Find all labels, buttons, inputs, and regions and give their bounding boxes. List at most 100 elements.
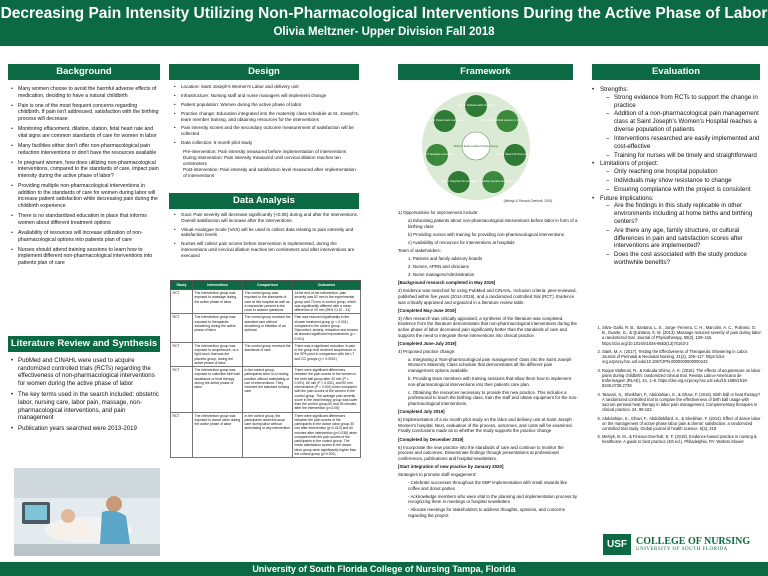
framework-step-node [496, 110, 519, 133]
framework-step-text: c. Obtaining the resources necessary to … [408, 389, 578, 407]
framework-step-text: Strategies to promote staff engagement: [398, 471, 477, 477]
design-heading: Design [169, 64, 359, 80]
reference-item: Taavoni, S., Sheikhan, F., Abdolahian, S… [602, 392, 762, 413]
literature-heading: Literature Review and Synthesis [8, 336, 160, 352]
literature-item: The key terms used in the search include… [11, 391, 159, 422]
poster-header [0, 0, 768, 46]
design-subitem: During intervention: Pain intensity meas… [183, 155, 341, 166]
framework-step-text: [Completed July 2019] [398, 409, 445, 415]
table-cell: In the control group, participants were … [242, 366, 293, 413]
poster-footer: University of South Florida College of N… [0, 562, 768, 576]
table-cell: The control group received the standards… [242, 341, 293, 368]
background-item: Many facilities either don't offer non-p… [11, 143, 159, 157]
table-cell: The intervention group was exposed to co… [192, 366, 243, 413]
table-cell: There were significant differences betwe… [292, 411, 361, 458]
labor-photo [14, 468, 160, 556]
framework-step-text: - Acknowledge members who were vital to … [408, 493, 578, 505]
table-cell: RCT [170, 411, 193, 458]
framework-step-text: 3) After research was critically apprais… [398, 315, 577, 338]
background-item: In pregnant women, how does utilizing no… [11, 160, 159, 180]
design-item: Location: Saint Joseph's Women's Labor a… [174, 84, 360, 90]
background-item: Availability of resources will increase … [11, 230, 159, 244]
framework-step-text: 2) Evidence was searched for using PubMe… [398, 288, 577, 305]
limitations-heading: •Limitations of project: [592, 160, 659, 168]
framework-step-label: Step 5: Evaluate outcomes [422, 152, 454, 156]
framework-center [461, 131, 491, 161]
framework-heading: Framework [398, 64, 573, 80]
table-header: Outcomes [292, 280, 361, 290]
future-heading: •Future implications: [592, 194, 654, 202]
table-cell: The control group was exposed to the sta… [242, 288, 293, 315]
framework-step-text: 2. Nurses, APRN and clinicians [408, 264, 469, 270]
background-item: Nurses should attend training sessions t… [11, 247, 159, 267]
framework-step-text: [Background research completed in May 20… [398, 280, 496, 286]
design-subitem: Pre-intervention: Pain intensity measure… [183, 149, 347, 154]
framework-step-text: [Completed by December 2019] [398, 436, 464, 442]
table-cell: The intervention group was exposed to ma… [192, 288, 243, 315]
background-item: Many women choose to avoid the harmful a… [11, 86, 159, 100]
background-list: Many women choose to avoid the harmful a… [11, 86, 159, 270]
reference-item: Stark, M. A. (2017). Testing the Effecti… [602, 349, 762, 365]
framework-step-node [482, 171, 505, 194]
reference-item: Roque Mafetoni, R., & Kakuda Shimo, A. K… [602, 368, 762, 389]
framework-step-node [433, 110, 456, 133]
framework-step-text: [Completed June-July 2019] [398, 340, 457, 346]
design-subitem: Post-intervention: Pain intensity and sa… [183, 167, 356, 178]
references: Silva- Gallo, R. B., Santana, L. S., Jor… [592, 325, 762, 448]
strength-item: –Interventions researched are easily imp… [606, 134, 760, 150]
strengths-heading: •Strengths: [592, 86, 629, 93]
framework-step-node [503, 143, 526, 166]
framework-step-node [465, 95, 487, 117]
framework-step-label: Step 6: Disseminate outcomes [427, 118, 463, 122]
design-item: Data collection: 6 month pilot study [174, 140, 360, 146]
poster-title: Decreasing Pain Intensity Utilizing Non-… [0, 5, 768, 22]
framework-step-text: - Celebrate successes throughout the EBP… [408, 480, 568, 491]
design-item: Infrastructure: Nursing staff and nurse … [174, 93, 360, 99]
design-item: Pain intensity scores and the secondary … [174, 125, 360, 136]
table-cell: RCT [170, 366, 193, 413]
framework-citation: (Melnyk & Fineout-Overholt, 2019) [504, 199, 553, 203]
design-item: Practice change: Education integrated in… [174, 111, 360, 122]
table-cell: There was a significant reduction in pai… [292, 341, 361, 368]
table-cell: Pain was reduced significantly in the sh… [292, 313, 361, 343]
framework-step-text: 6) Incorporate the new practice into the… [398, 444, 564, 461]
framework-step-text: 1) Opportunities for improvement include… [398, 210, 479, 215]
future-item: –Does the cost associated with the study… [606, 251, 747, 267]
future-item: –Are there any age, family structure, or… [606, 226, 743, 250]
design-item: Patient population: Women during the act… [174, 102, 360, 108]
framework-diagram: Step 0: Cultivate spirit of inquiryStep … [422, 92, 553, 203]
usf-nursing-logo: USF COLLEGE OF NURSING UNIVERSITY OF SOU… [603, 532, 753, 556]
framework-step-text: 3. Nurse managers/Administration [408, 272, 475, 278]
framework-steps-text: 1) Opportunities for improvement include… [398, 210, 578, 521]
framework-step-label: Step 2: Search for best evidence [496, 152, 534, 156]
literature-item: Publication years searched were 2013-201… [11, 425, 159, 433]
table-header: Intervention [192, 280, 243, 290]
background-item: There is no standardized education in pl… [11, 213, 159, 227]
reference-item: Melnyk, B. M., & Fineout-Overholt, E. F.… [602, 434, 762, 444]
table-cell: The control group received the standard … [242, 313, 293, 343]
logo-line-2: UNIVERSITY OF SOUTH FLORIDA [636, 547, 728, 552]
background-item: Pain is one of the most frequent concern… [11, 103, 159, 123]
poster-subtitle: Olivia Meltzner- Upper Division Fall 201… [273, 26, 495, 38]
table-header: Study [170, 280, 193, 290]
logo-line-1: COLLEGE OF NURSING [636, 536, 751, 547]
framework-step-text: - Allocate meetings for stakeholders to … [408, 507, 565, 519]
framework-step-text: b) Providing nurses with training for pr… [408, 231, 564, 237]
framework-step-text: [Start integration of new practice by Ja… [398, 463, 504, 469]
literature-item: PubMed and CINAHL were used to acquire r… [11, 357, 159, 388]
table-cell: The intervention group was exposed to th… [192, 313, 243, 343]
framework-step-text: 4) Proposed practice change: [398, 348, 456, 354]
framework-step-label: Step 1: Ask clinical question in PICOT f… [481, 118, 533, 122]
framework-step-label: Step 3: Critically appraise the evidence [471, 179, 516, 183]
background-item: Monitoring effacement, dilation, station… [11, 126, 159, 140]
literature-list: PubMed and CINAHL were used to acquire r… [11, 357, 159, 436]
table-cell: RCT [170, 341, 193, 368]
limitation-item: –Individuals may show resistance to chan… [606, 176, 732, 184]
framework-step-text: a. Integrating a 'Non-pharmacological pa… [408, 356, 572, 374]
framework-step-text: Team of stakeholders: [398, 247, 441, 253]
evaluation-section: •Strengths: –Strong evidence from RCTs t… [592, 86, 762, 268]
